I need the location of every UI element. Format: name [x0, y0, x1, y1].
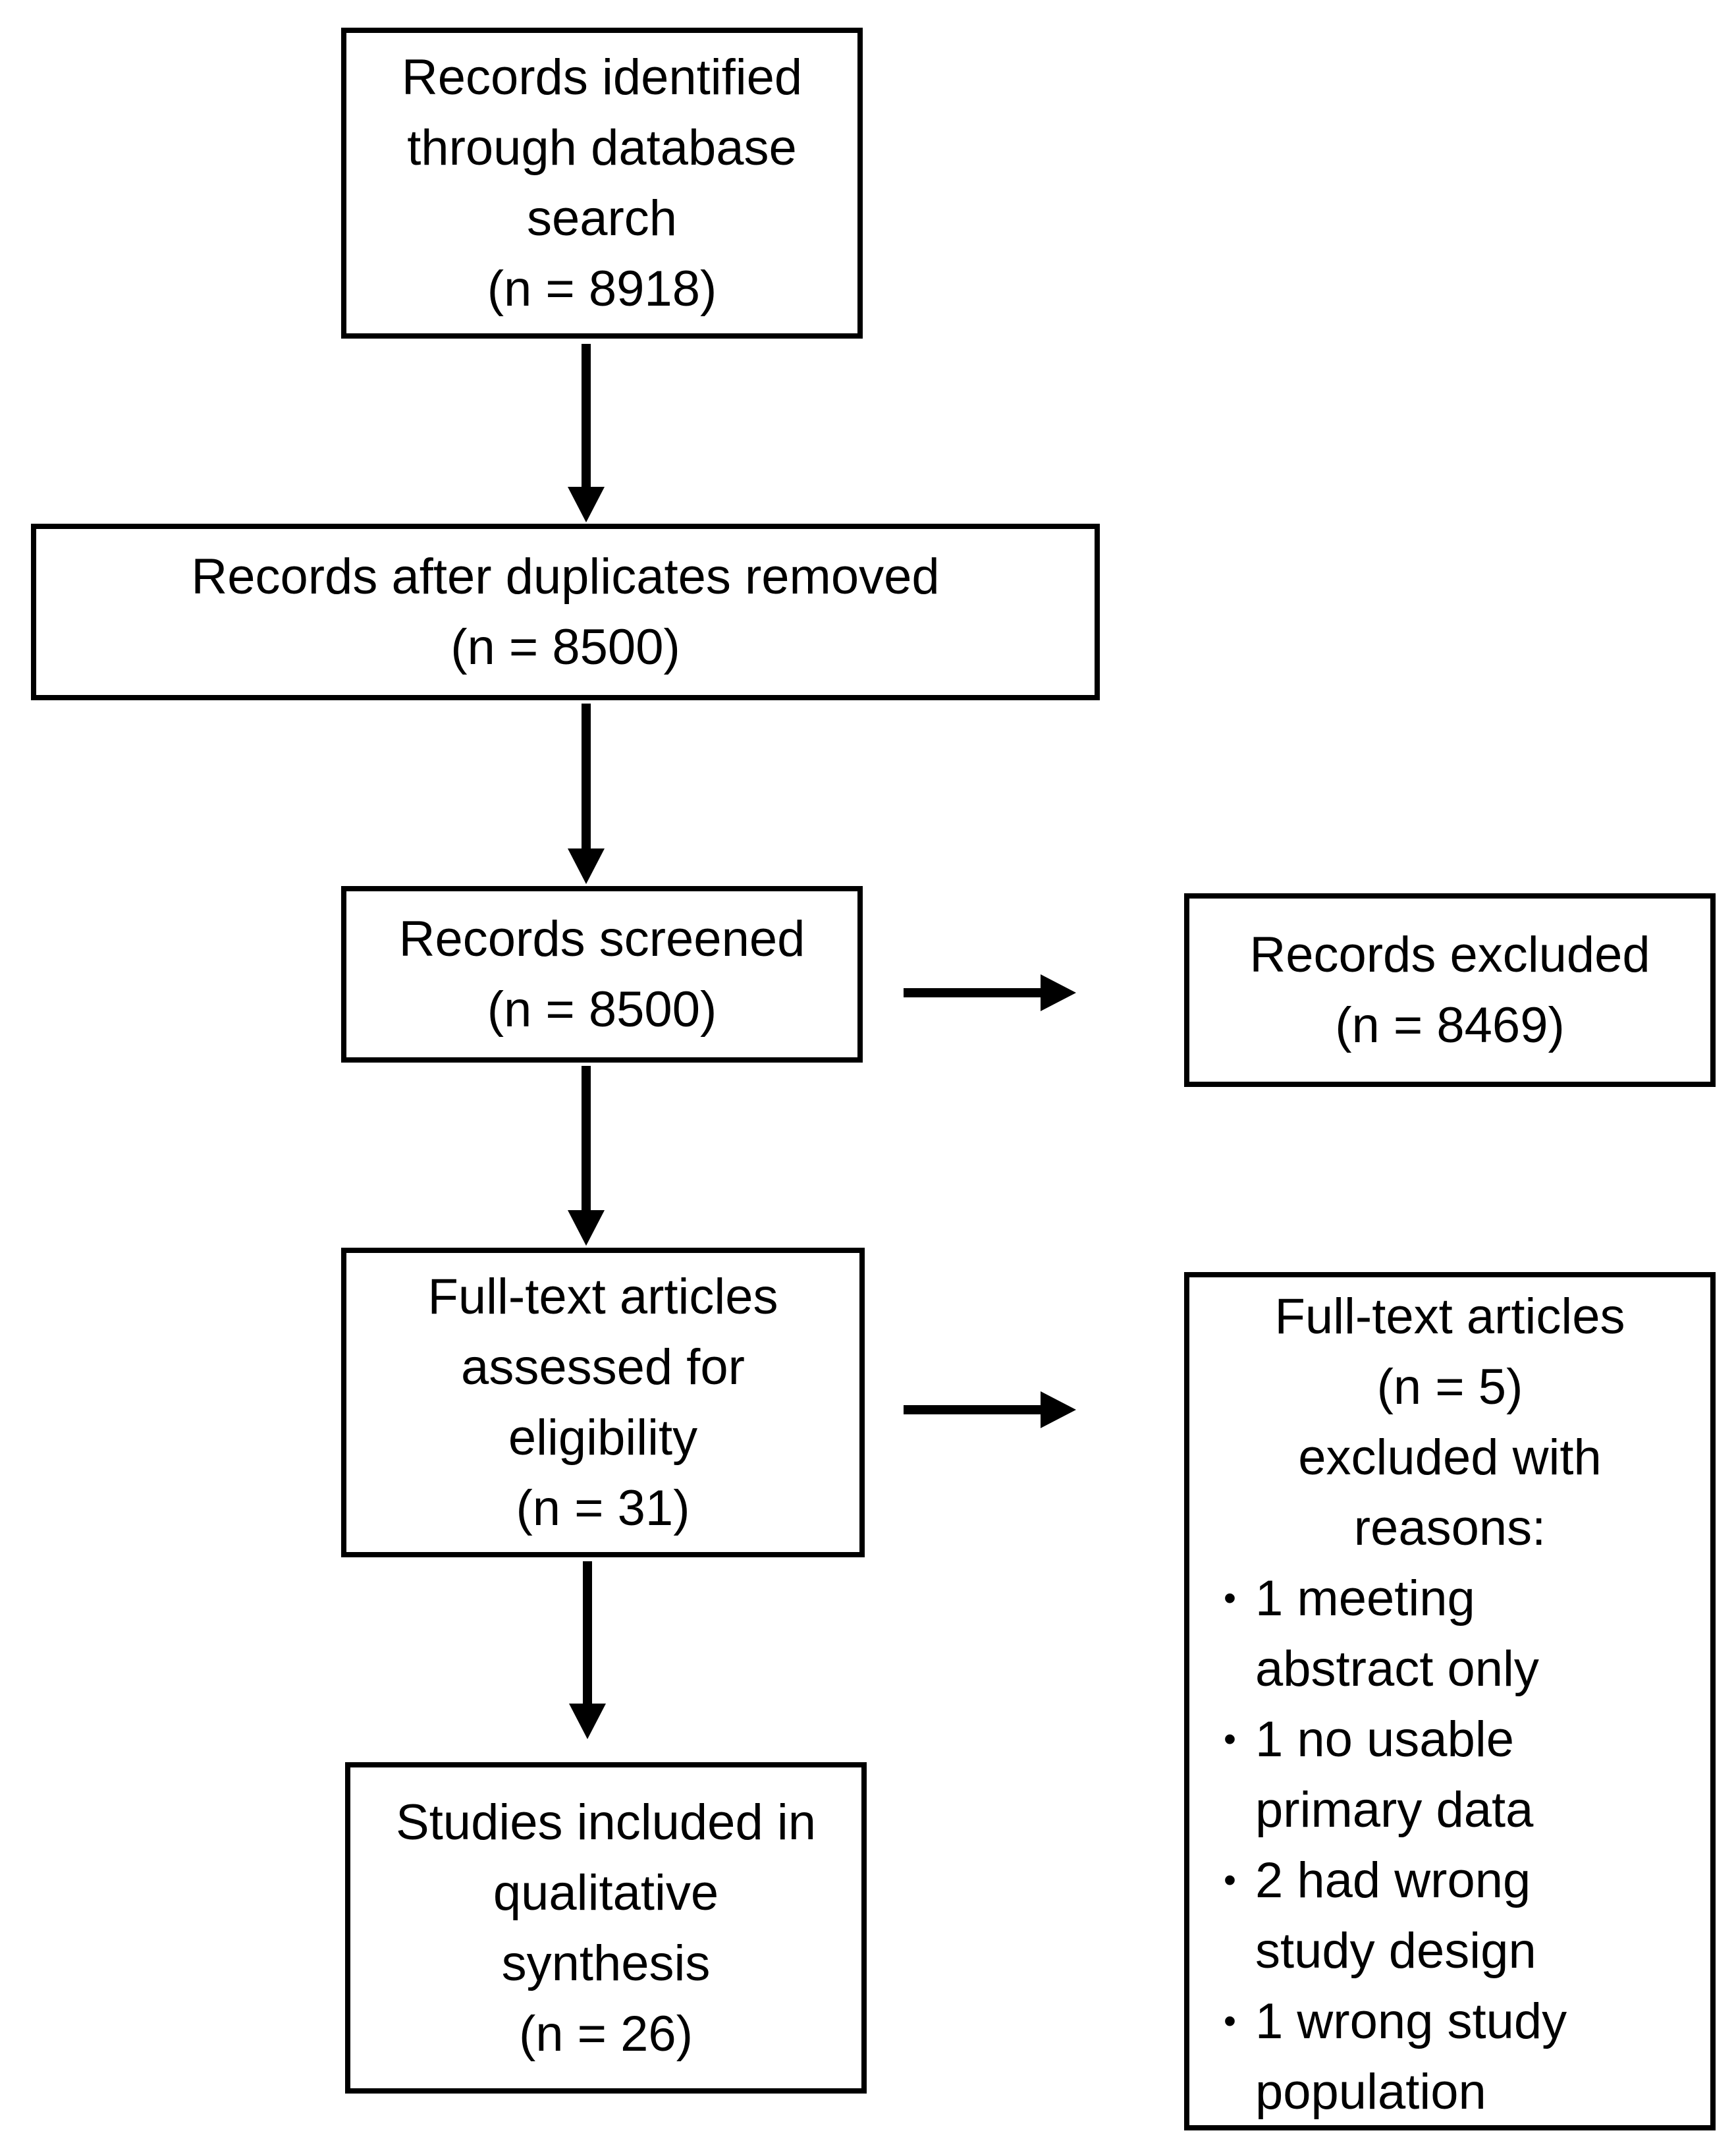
- exclusion-reason-item: • 1 meeting abstract only: [1189, 1563, 1710, 1704]
- bullet-icon: •: [1224, 1578, 1236, 1618]
- box-records-excluded-text: Records excluded (n = 8469): [1249, 927, 1650, 1053]
- box-records-screened-text: Records screened (n = 8500): [398, 911, 805, 1038]
- box-records-screened: Records screened (n = 8500): [341, 886, 863, 1063]
- arrow-right-fulltext-to-reasons: [904, 1391, 1076, 1428]
- bullet-icon: •: [1224, 1860, 1236, 1900]
- box-fulltext-assessed-text: Full-text articles assessed for eligibil…: [427, 1269, 778, 1536]
- box-records-identified: Records identified through database sear…: [341, 28, 863, 339]
- arrow-down-head-icon: [568, 487, 605, 522]
- arrow-right-head-icon: [1041, 974, 1076, 1011]
- exclusion-reason-item: • 2 had wrong study design: [1189, 1845, 1710, 1986]
- bullet-icon: •: [1224, 1719, 1236, 1759]
- box-studies-included-text: Studies included in qualitative synthesi…: [396, 1794, 816, 2062]
- exclusion-reason-text: 1 wrong study population: [1255, 1993, 1567, 2120]
- arrow-down-screened-to-fulltext: [568, 1066, 605, 1246]
- arrow-shaft: [904, 988, 1044, 997]
- arrow-shaft: [904, 1405, 1044, 1414]
- box-fulltext-assessed: Full-text articles assessed for eligibil…: [341, 1248, 865, 1557]
- arrow-right-head-icon: [1041, 1391, 1076, 1428]
- arrow-down-head-icon: [568, 1210, 605, 1246]
- arrow-right-screened-to-excluded: [904, 974, 1076, 1011]
- arrow-shaft: [582, 1066, 591, 1214]
- arrow-shaft: [583, 1561, 592, 1708]
- exclusion-reason-list: • 1 meeting abstract only • 1 no usable …: [1189, 1563, 1710, 2127]
- box-records-after-duplicates-text: Records after duplicates removed (n = 85…: [191, 549, 940, 675]
- arrow-shaft: [582, 344, 591, 491]
- arrow-down-fulltext-to-included: [569, 1561, 606, 1739]
- arrow-down-head-icon: [568, 848, 605, 884]
- arrow-down-head-icon: [569, 1704, 606, 1739]
- fulltext-excluded-header: Full-text articles (n = 5) excluded with…: [1274, 1289, 1625, 1556]
- box-records-excluded: Records excluded (n = 8469): [1184, 893, 1716, 1087]
- fulltext-excluded-content: Full-text articles (n = 5) excluded with…: [1189, 1277, 1710, 2127]
- arrow-down-identified-to-duplicates: [568, 344, 605, 522]
- exclusion-reason-item: • 1 wrong study population: [1189, 1986, 1710, 2127]
- exclusion-reason-item: • 1 no usable primary data: [1189, 1704, 1710, 1845]
- arrow-down-duplicates-to-screened: [568, 704, 605, 884]
- box-records-after-duplicates: Records after duplicates removed (n = 85…: [31, 524, 1100, 700]
- box-fulltext-excluded-reasons: Full-text articles (n = 5) excluded with…: [1184, 1272, 1716, 2130]
- exclusion-reason-text: 2 had wrong study design: [1255, 1852, 1536, 1979]
- box-studies-included: Studies included in qualitative synthesi…: [345, 1762, 867, 2094]
- box-records-identified-text: Records identified through database sear…: [401, 49, 803, 317]
- exclusion-reason-text: 1 no usable primary data: [1255, 1711, 1534, 1838]
- exclusion-reason-text: 1 meeting abstract only: [1255, 1570, 1539, 1697]
- arrow-shaft: [582, 704, 591, 852]
- bullet-icon: •: [1224, 2001, 1236, 2041]
